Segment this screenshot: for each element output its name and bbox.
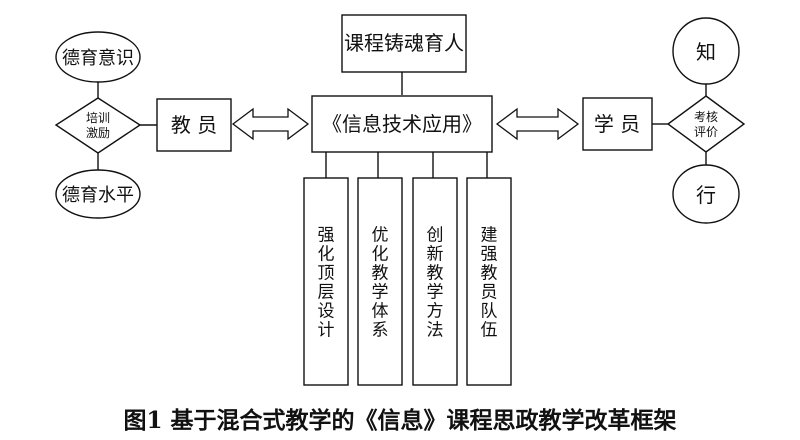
left-diamond-line1: 培训	[86, 110, 110, 125]
left-bottom-ellipse-label: 德育水平	[62, 185, 134, 206]
center-box-label: 《信息技术应用》	[322, 112, 482, 136]
left-top-ellipse-label: 德育意识	[62, 48, 134, 69]
column-3-label: 创新教学方法	[427, 226, 444, 341]
right-top-ellipse	[672, 17, 740, 85]
right-diamond	[666, 95, 746, 153]
left-bottom-ellipse	[55, 169, 141, 219]
student-box-label: 学 员	[594, 112, 640, 136]
right-bottom-ellipse-label: 行	[696, 183, 716, 207]
column-4-label: 建强教员队伍	[481, 226, 498, 341]
teacher-box-label: 教 员	[171, 113, 217, 137]
right-bottom-ellipse	[672, 164, 740, 224]
left-diamond	[54, 97, 142, 154]
column-2-box	[357, 177, 403, 386]
right-diamond-line1: 考核	[694, 110, 718, 124]
column-3-box	[412, 177, 458, 386]
column-1-box	[303, 177, 349, 386]
left-double-arrow	[231, 107, 310, 141]
student-box	[582, 97, 653, 151]
figure-caption: 图1 基于混合式教学的《信息》课程思政教学改革框架	[123, 407, 676, 434]
teacher-box	[156, 98, 232, 152]
center-box	[311, 95, 493, 153]
top-box-label: 课程铸魂育人	[344, 31, 464, 55]
column-1-label: 强化顶层设计	[318, 226, 335, 341]
right-double-arrow	[495, 107, 580, 141]
top-box	[341, 14, 467, 73]
left-top-ellipse	[55, 31, 141, 83]
left-diamond-line2: 激励	[86, 126, 110, 140]
right-top-ellipse-label: 知	[696, 40, 716, 64]
right-diamond-line2: 评价	[694, 125, 718, 139]
column-4-box	[466, 177, 512, 386]
column-2-label: 优化教学体系	[372, 226, 389, 341]
